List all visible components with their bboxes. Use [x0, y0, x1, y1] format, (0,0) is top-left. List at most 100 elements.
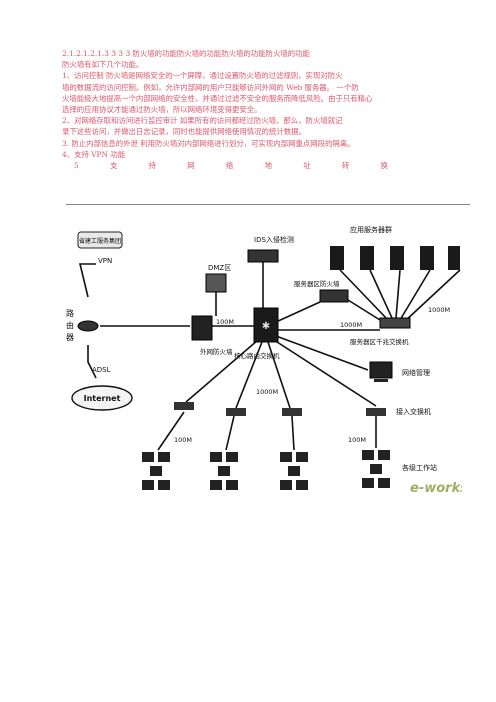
workstation-icon [142, 480, 154, 490]
access-link-4 [273, 339, 377, 407]
netmgmt-monitor-icon [369, 361, 393, 379]
para5-char: 网 [187, 161, 195, 171]
dmz-label: DMZ区 [208, 264, 231, 272]
para1-line3: 火墙能极大地提高一个内部网络的安全性，并通过过滤不安全的服务而降低风险。由于只有… [62, 93, 373, 103]
netmgmt-label: 网络管理 [402, 368, 430, 377]
network-diagram: 省建工服务集团 VPN 路 由 器 ADSL Internet DMZ区 外网防… [58, 212, 468, 510]
workstation-icon [378, 478, 390, 488]
bw-label-core-server: 1000M [340, 321, 362, 329]
server-tower-icon [330, 246, 344, 270]
core-server-fw-link [275, 301, 321, 323]
server-switch-icon [379, 317, 411, 329]
router-label-3: 器 [66, 333, 74, 342]
workstations-label: 各级工作站 [402, 463, 437, 472]
core-switch-icon [253, 307, 279, 343]
para2-line2: 录下这些访问，并做出日志记录，同时也能提供网络使用情况的统计数据。 [62, 127, 306, 137]
workstation-icon [362, 478, 374, 488]
para2-line1: 2、对网络存取和访问进行监控审计 如果所有的访问都经过防火墙，那么，防火墙就记 [62, 116, 343, 126]
workstation-icon [370, 464, 382, 474]
netmgmt-link [275, 335, 369, 371]
server-tower-icon [448, 246, 460, 270]
workstation-icon [378, 450, 390, 460]
core-switch-label: 核心路由交换机 [234, 351, 280, 360]
server-link-3 [395, 269, 401, 319]
workstation-icon [296, 452, 308, 462]
workstation-icon [218, 466, 230, 476]
server-tower-icon [360, 246, 374, 270]
workstation-icon [280, 452, 292, 462]
bw-label-core-firewall: 100M [216, 318, 234, 326]
router-label-2: 由 [66, 320, 74, 330]
app-servers-label: 应用服务器群 [350, 225, 392, 234]
para5-char: 地 [264, 161, 272, 171]
workstation-icon [226, 480, 238, 490]
para1-line4: 选择的应用协议才能通过防火墙，所以网络环境变得更安全。 [62, 105, 262, 115]
para5-char: 支 [109, 161, 118, 171]
bw-label-core-access: 1000M [256, 388, 278, 396]
access-switch-icon [174, 402, 194, 410]
access-switch-label: 接入交换机 [396, 407, 431, 416]
access-switch-icon [366, 408, 386, 416]
netmgmt-keyboard-icon [374, 379, 388, 382]
article-text: 2.1.2.1.2.1.3 3 3 3 防火墙的功能防火墙的功能防火墙的功能防火… [62, 48, 436, 171]
eworks-watermark: e-works [410, 481, 462, 496]
server-firewall-icon [319, 289, 349, 303]
router-icon [77, 320, 99, 332]
para5-char: 换 [380, 161, 388, 171]
server-tower-icon [420, 246, 434, 270]
access-link-2 [235, 341, 263, 409]
server-firewall-label: 服务器区防火墙 [294, 279, 340, 288]
workstation-cluster-2 [210, 452, 238, 490]
para3-line: 3. 防止内部信息的外泄 利用防火墙对内部网络进行划分，可实现内部网重点网段的隔… [62, 138, 355, 148]
workstation-icon [150, 466, 162, 476]
internet-label: Internet [84, 394, 121, 403]
workstation-cluster-1 [142, 452, 170, 490]
para1-line2: 墙的数据流的访问控制。例如，允许内部网的用户只能够访问外网的 Web 服务器。 … [62, 82, 359, 92]
bw-label-server-switch: 1000M [428, 306, 450, 314]
workstation-icon [288, 466, 300, 476]
intro-line: 防火墙有如下几个功能。 [62, 60, 144, 70]
ws-link-3 [291, 415, 295, 451]
network-diagram-svg: 省建工服务集团 VPN 路 由 器 ADSL Internet DMZ区 外网防… [66, 225, 468, 496]
branch-building-box [77, 231, 123, 249]
internet-cloud-icon [71, 385, 133, 411]
ws-link-2 [225, 415, 235, 451]
access-link-1 [185, 339, 259, 403]
core-switch-star-icon: ✱ [262, 321, 270, 332]
server-link-5 [403, 269, 461, 323]
workstation-icon [210, 480, 222, 490]
para5-char: 址 [303, 161, 311, 171]
workstation-icon [280, 480, 292, 490]
workstation-cluster-3 [280, 452, 308, 490]
workstation-cluster-4 [362, 450, 390, 488]
workstation-icon [142, 452, 154, 462]
para5-char: 络 [225, 161, 234, 171]
router-label-1: 路 [66, 308, 74, 318]
server-switch-label: 服务器区千兆交换机 [350, 337, 409, 346]
access-link-3 [267, 341, 291, 409]
access-switch-icon [226, 408, 246, 416]
workstation-icon [226, 452, 238, 462]
ws-link-1 [157, 411, 185, 451]
vpn-link [78, 263, 96, 298]
ids-label: IDS入侵检测 [254, 235, 294, 244]
outer-firewall-icon [191, 315, 213, 341]
separator-line [66, 204, 470, 205]
para4-line: 4、支持 VPN 功能 [62, 149, 126, 159]
workstation-icon [362, 450, 374, 460]
ids-device-icon [247, 249, 279, 263]
para5-char: 5 [74, 161, 79, 171]
adsl-link [87, 345, 97, 379]
para5-char: 持 [148, 161, 157, 171]
section-heading: 2.1.2.1.2.1.3 3 3 3 防火墙的功能防火墙的功能防火墙的功能防火… [62, 49, 310, 58]
workstation-icon [210, 452, 222, 462]
outer-firewall-label: 外网防火墙 [200, 347, 233, 356]
server-tower-icon [390, 246, 404, 270]
adsl-label: ADSL [92, 366, 111, 374]
dmz-server-icon [205, 273, 227, 293]
access-switch-icon [282, 408, 302, 416]
vpn-label: VPN [98, 257, 112, 265]
server-link-4 [399, 269, 431, 321]
workstation-icon [158, 480, 170, 490]
workstation-icon [296, 480, 308, 490]
